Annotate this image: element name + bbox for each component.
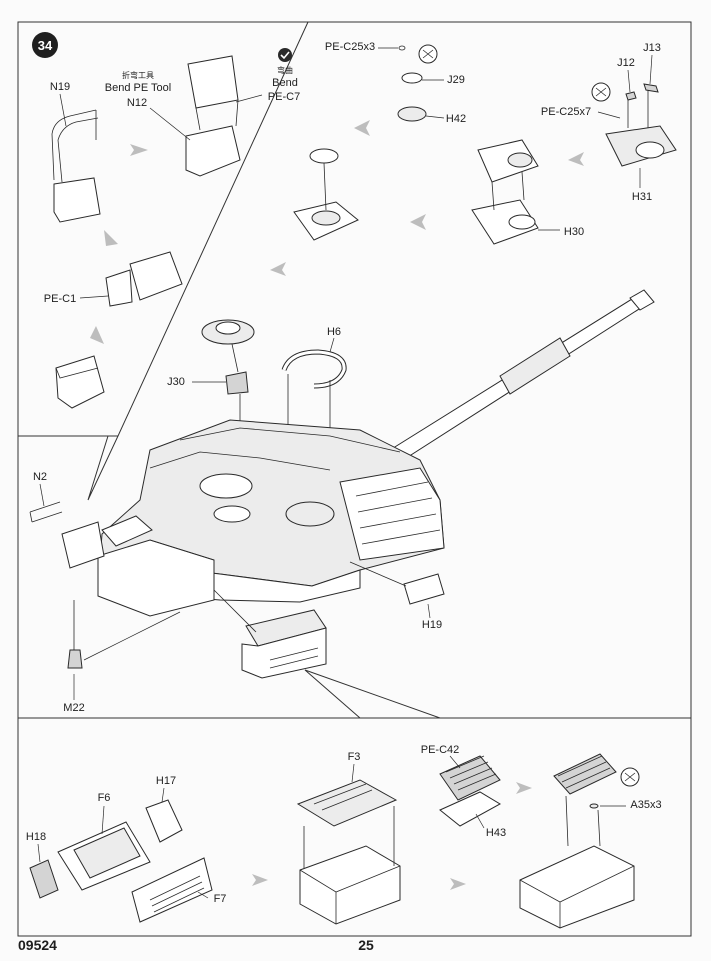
part-f3: F3 bbox=[296, 751, 401, 925]
label-n19: N19 bbox=[50, 81, 70, 93]
part-h19: H19 bbox=[349, 561, 445, 631]
part-f6: F6 bbox=[57, 792, 151, 891]
label-f7: F7 bbox=[214, 893, 227, 905]
part-h42-j29: PE-C25x3 J29 H42 bbox=[325, 41, 466, 125]
label-n12: N12 bbox=[127, 97, 147, 109]
bottom-arrows bbox=[252, 782, 532, 890]
label-pe-c42: PE-C42 bbox=[421, 744, 460, 756]
bend-tool-note: 折弯工具 Bend PE Tool bbox=[105, 70, 171, 94]
label-h17: H17 bbox=[156, 775, 176, 787]
part-final-box: A35x3 bbox=[519, 753, 662, 929]
part-cupola-ring bbox=[293, 148, 359, 241]
bend-check-icon: 弯曲 Bend bbox=[272, 48, 298, 89]
part-h17: H17 bbox=[145, 775, 183, 843]
barrel bbox=[389, 289, 655, 463]
part-storage-box bbox=[213, 589, 327, 679]
label-h19: H19 bbox=[422, 619, 442, 631]
part-h43: PE-C42 H43 bbox=[421, 744, 506, 839]
part-folded bbox=[55, 355, 105, 409]
label-pe-c1: PE-C1 bbox=[44, 293, 76, 305]
bend-icon-cn: 弯曲 bbox=[277, 65, 293, 75]
part-h31: J13 J12 PE-C25x7 H31 bbox=[541, 42, 677, 203]
label-h42: H42 bbox=[446, 113, 466, 125]
part-pe-c1: PE-C1 bbox=[44, 251, 183, 307]
label-h6: H6 bbox=[327, 326, 341, 338]
label-j30: J30 bbox=[167, 376, 185, 388]
label-j12: J12 bbox=[617, 57, 635, 69]
turret-body bbox=[97, 419, 445, 617]
top-arrows bbox=[270, 120, 584, 276]
label-h18: H18 bbox=[26, 831, 46, 843]
label-pe-c7: PE-C7 bbox=[268, 91, 300, 103]
bend-icon-en: Bend bbox=[272, 77, 298, 89]
label-n2: N2 bbox=[33, 471, 47, 483]
inset-arrows bbox=[90, 144, 148, 344]
label-f3: F3 bbox=[348, 751, 361, 763]
label-h31: H31 bbox=[632, 191, 652, 203]
part-m22: M22 bbox=[63, 600, 181, 714]
label-a35x3: A35x3 bbox=[630, 799, 661, 811]
step-number: 34 bbox=[38, 38, 53, 53]
model-number: 09524 bbox=[18, 937, 57, 953]
label-pe-c25x7: PE-C25x7 bbox=[541, 106, 591, 118]
bend-tool-cn: 折弯工具 bbox=[122, 70, 154, 80]
part-h6: H6 bbox=[281, 326, 347, 506]
part-pe-c7: PE-C7 bbox=[185, 55, 300, 177]
label-h43: H43 bbox=[486, 827, 506, 839]
label-m22: M22 bbox=[63, 702, 84, 714]
label-h30: H30 bbox=[564, 226, 584, 238]
part-f7: F7 bbox=[131, 857, 227, 923]
part-n19: N19 bbox=[50, 81, 101, 223]
part-h30: H30 bbox=[471, 139, 584, 245]
label-j13: J13 bbox=[643, 42, 661, 54]
page-number: 25 bbox=[358, 937, 374, 953]
label-j29: J29 bbox=[447, 74, 465, 86]
part-h18: H18 bbox=[26, 831, 59, 899]
bend-tool-en: Bend PE Tool bbox=[105, 82, 171, 94]
frame-lines bbox=[17, 21, 692, 937]
step-badge: 34 bbox=[32, 32, 58, 58]
label-pe-c25x3: PE-C25x3 bbox=[325, 41, 375, 53]
part-n2: N2 bbox=[29, 471, 105, 569]
label-f6: F6 bbox=[98, 792, 111, 804]
